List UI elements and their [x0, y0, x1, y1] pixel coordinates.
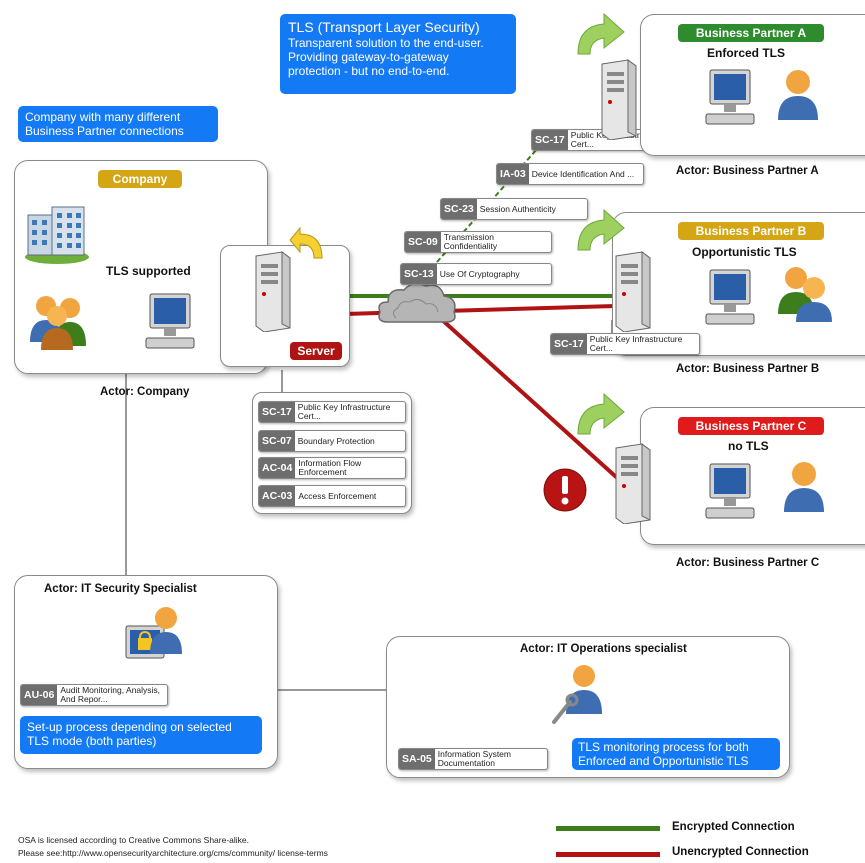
legend-unencrypted-swatch [556, 852, 660, 857]
workstation-icon [705, 463, 755, 519]
server-icon [255, 251, 291, 332]
legend-encrypted-label: Encrypted Connection [672, 821, 795, 833]
legend-encrypted-swatch [556, 826, 660, 831]
control-code: SC-17 [551, 334, 587, 354]
license-line2: Please see:http://www.opensecurityarchit… [18, 848, 328, 858]
workstation-icon [145, 293, 195, 349]
control-label: Use Of Cryptography [439, 269, 520, 279]
tls-note-line2: Providing gateway-to-gateway [288, 50, 449, 64]
wrench-user-icon [552, 665, 602, 724]
it-security-note-line1: Set-up process depending on selected [27, 720, 232, 734]
company-note-line2: Business Partner connections [25, 124, 184, 138]
server-icon [615, 443, 651, 524]
control-label: Public Key Infrastructure Cert... [589, 335, 683, 353]
partner-a-mode: Enforced TLS [707, 46, 786, 60]
building-icon [25, 206, 89, 264]
tls-note: TLS (Transport Layer Security) Transpare… [280, 14, 516, 94]
it-operations-note: TLS monitoring process for both Enforced… [572, 738, 780, 770]
control-code: SC-17 [259, 402, 295, 422]
license-line1: OSA is licensed according to Creative Co… [18, 835, 250, 845]
partner-b-actor: Actor: Business Partner B [676, 363, 820, 375]
tls-note-title: TLS (Transport Layer Security) [288, 19, 480, 35]
control-code: AC-03 [259, 486, 296, 506]
it-security-note-line2: TLS mode (both parties) [27, 734, 157, 748]
company-title: Company [98, 170, 182, 188]
curved-arrow-icon [577, 12, 625, 55]
control-code: SC-23 [441, 199, 477, 219]
it-security-note: Set-up process depending on selected TLS… [20, 716, 262, 754]
control-label: Boundary Protection [297, 436, 375, 446]
partner-b-title: Business Partner B [678, 222, 824, 240]
control-sc-07: SC-07 Boundary Protection [258, 430, 406, 452]
server-tag: Server [290, 342, 342, 360]
partner-b-mode: Opportunistic TLS [692, 245, 797, 259]
user-icon [778, 70, 818, 120]
partner-a-title: Business Partner A [678, 24, 824, 42]
it-operations-actor: Actor: IT Operations specialist [520, 643, 687, 655]
tls-note-line1: Transparent solution to the end-user. [288, 36, 484, 50]
user-icon [784, 462, 824, 512]
control-code: SA-05 [399, 749, 435, 769]
server-icon [615, 251, 651, 332]
control-label: Session Authenticity [479, 204, 556, 214]
control-sc-09: SC-09 Transmission Confidentiality [404, 231, 552, 253]
workstation-icon [705, 269, 755, 325]
company-actor: Actor: Company [100, 386, 190, 398]
partner-c-title: Business Partner C [678, 417, 824, 435]
control-sc-23: SC-23 Session Authenticity [440, 198, 588, 220]
control-label: Public Key Infrastructure Cert... [297, 403, 391, 421]
legend-unencrypted-label: Unencrypted Connection [672, 846, 809, 858]
it-security-actor: Actor: IT Security Specialist [44, 583, 197, 595]
it-operations-note-line1: TLS monitoring process for both [578, 740, 749, 754]
control-label: Information System Documentation [437, 750, 511, 768]
partner-c-actor: Actor: Business Partner C [676, 557, 820, 569]
lock-monitor-icon [125, 607, 182, 659]
cloud-icon [378, 283, 456, 323]
control-au-06: AU-06 Audit Monitoring, Analysis, And Re… [20, 684, 168, 706]
control-sa-05: SA-05 Information System Documentation [398, 748, 548, 770]
users-group-icon [30, 296, 86, 350]
control-sc-17-server: SC-17 Public Key Infrastructure Cert... [258, 401, 406, 423]
tls-note-line3: protection - but no end-to-end. [288, 64, 450, 78]
company-note: Company with many different Business Par… [18, 106, 218, 142]
curved-arrow-icon [577, 208, 625, 251]
curved-arrow-icon [289, 226, 323, 259]
control-code: AC-04 [259, 458, 296, 478]
control-label: Device Identification And ... [531, 169, 635, 179]
company-status: TLS supported [106, 264, 191, 278]
control-code: SC-09 [405, 232, 441, 252]
server-icon [601, 59, 637, 140]
partner-a-actor: Actor: Business Partner A [676, 165, 819, 177]
control-label: Audit Monitoring, Analysis, And Repor... [60, 686, 161, 704]
control-label: Access Enforcement [298, 491, 377, 501]
control-code: SC-17 [532, 130, 568, 150]
control-code: SC-07 [259, 431, 295, 451]
curved-arrow-icon [577, 392, 625, 435]
control-code: AU-06 [21, 685, 58, 705]
it-operations-note-line2: Enforced and Opportunistic TLS [578, 754, 749, 768]
control-label: Information Flow Enforcement [298, 459, 362, 477]
company-note-line1: Company with many different [25, 110, 181, 124]
control-ia-03: IA-03 Device Identification And ... [496, 163, 644, 185]
control-code: IA-03 [497, 164, 529, 184]
control-code: SC-13 [401, 264, 437, 284]
control-ac-03: AC-03 Access Enforcement [258, 485, 406, 507]
control-sc-13: SC-13 Use Of Cryptography [400, 263, 552, 285]
workstation-icon [705, 69, 755, 125]
control-ac-04: AC-04 Information Flow Enforcement [258, 457, 406, 479]
control-label: Transmission Confidentiality [443, 233, 498, 251]
control-sc-17-b: SC-17 Public Key Infrastructure Cert... [550, 333, 700, 355]
users-group-icon [778, 267, 832, 322]
partner-c-mode: no TLS [728, 439, 769, 453]
warning-icon [543, 468, 587, 512]
